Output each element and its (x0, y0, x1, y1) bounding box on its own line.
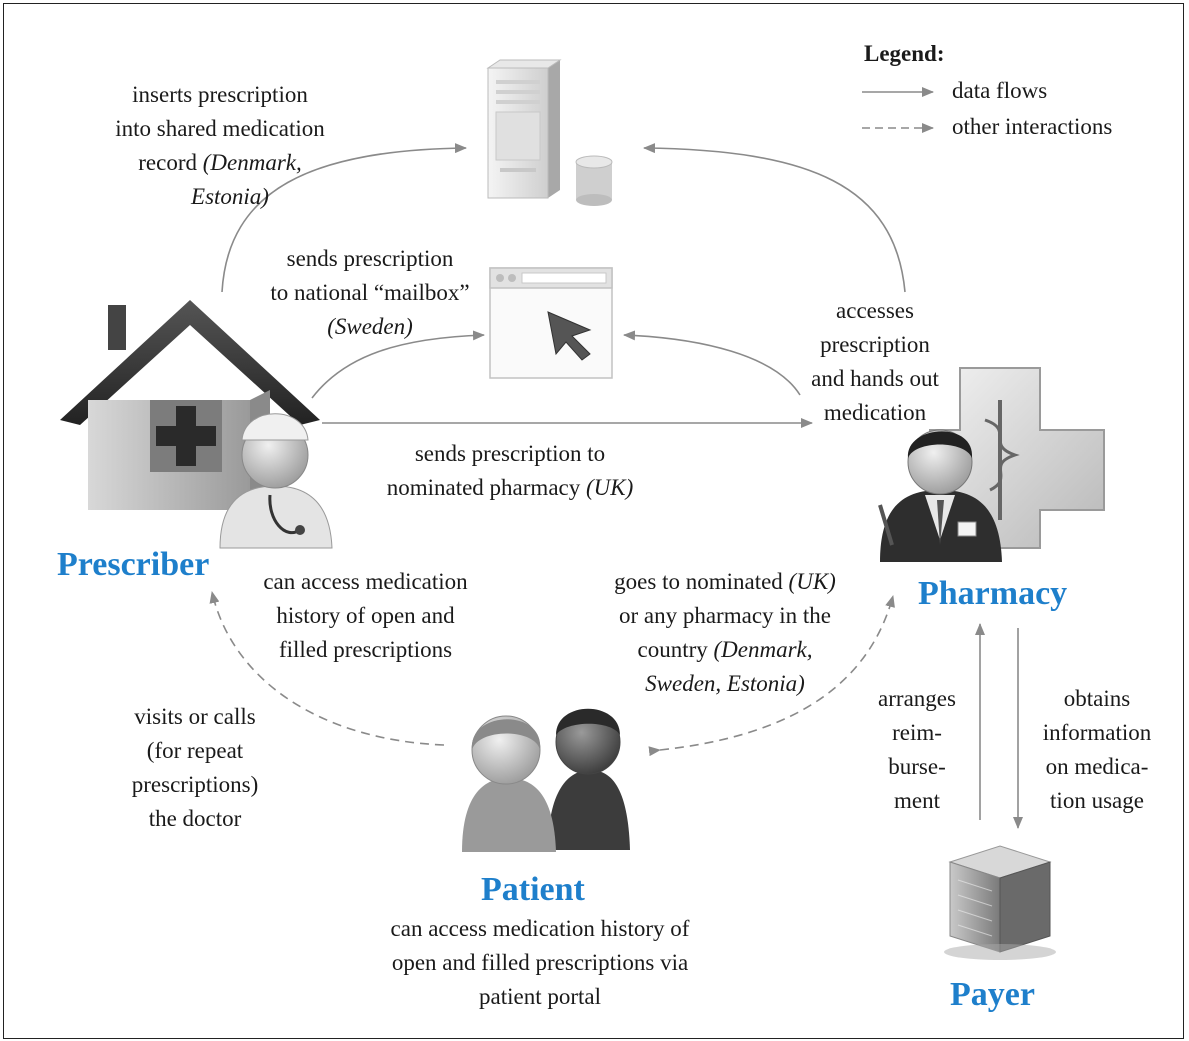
house-doctor-icon (60, 300, 333, 549)
server-database-icon (486, 59, 613, 206)
label-obtains-info: obtains information on medica- tion usag… (1042, 686, 1152, 813)
label-visits-doctor: visits or calls (for repeat prescription… (131, 704, 259, 831)
patients-couple-icon (462, 708, 630, 852)
arrow-patient-to-prescriber (209, 591, 445, 746)
role-prescriber: Prescriber (57, 546, 210, 583)
legend-title: Legend: (864, 41, 945, 66)
label-prescriber-history: can access medication history of open an… (263, 569, 468, 662)
label-reimbursement: arranges reim- burse- ment (878, 686, 956, 813)
browser-window-cursor-icon (489, 267, 613, 379)
arrow-pharmacy-to-server (643, 143, 906, 293)
office-building-icon (944, 845, 1056, 960)
pharmacist-cross-icon (878, 367, 1105, 562)
arrow-patient-to-pharmacy (648, 595, 895, 757)
arrow-prescriber-to-mailbox (311, 330, 485, 399)
label-shared-record: inserts prescription into shared medicat… (115, 82, 325, 209)
label-patient-portal: can access medication history of open an… (390, 916, 690, 1009)
label-pharmacy-access: accesses prescription and hands out medi… (811, 298, 939, 425)
role-pharmacy: Pharmacy (918, 575, 1068, 612)
label-nominated-pharmacy: sends prescription to nominated pharmacy… (386, 441, 634, 500)
label-goes-to-pharmacy: goes to nominated (UK) or any pharmacy i… (614, 569, 836, 696)
arrow-pharmacy-to-mailbox (623, 330, 801, 396)
label-mailbox: sends prescription to national “mailbox”… (270, 246, 470, 339)
role-payer: Payer (950, 976, 1035, 1013)
diagram-frame (3, 3, 1184, 1039)
arrow-prescriber-to-server (221, 143, 467, 293)
legend-item-data-flows: data flows (952, 78, 1048, 103)
role-patient: Patient (481, 871, 585, 908)
legend-item-other-interactions: other interactions (952, 114, 1113, 139)
